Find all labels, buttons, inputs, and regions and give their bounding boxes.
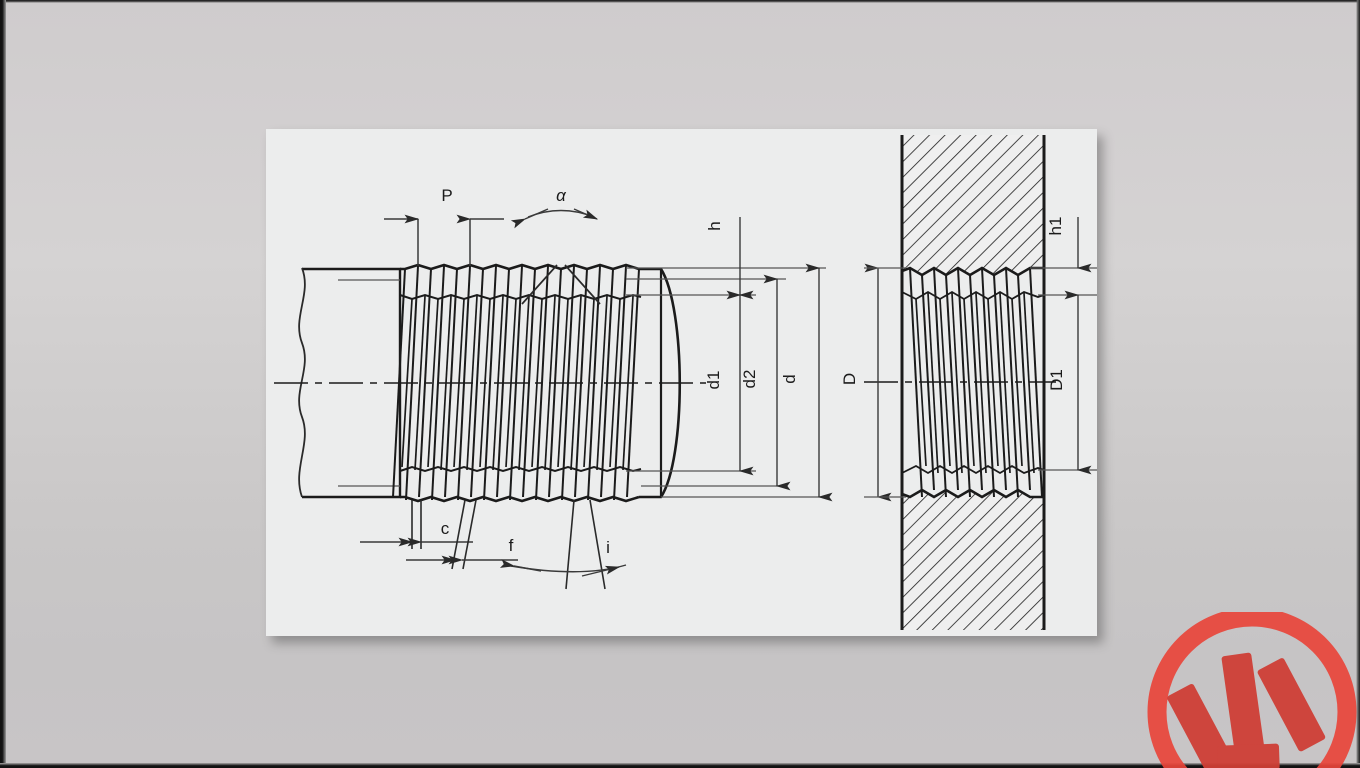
i-extension-line-left [565,499,575,590]
thread-root-helix-lines [401,295,634,471]
i-arrow-left [499,559,542,572]
nut-lower-hatched-material [902,490,1044,630]
lead-angle-dimension: i [499,499,627,590]
thread-crest-bottom [400,495,640,503]
pitch-diameter-bolt-label: d2 [740,370,759,389]
major-diameter-bolt-label: d [780,374,799,383]
minor-diameter-nut-dimension: D1 [1047,290,1092,475]
crest-flat-label: c [441,519,450,538]
nut-thread-root-bottom [901,464,1045,475]
external-thread-view [274,263,706,503]
thread-angle-dimension: α [510,186,601,305]
thread-depth-nut-label: h1 [1046,217,1065,236]
slide-edge-top [0,0,1360,3]
nut-thread-root-top [901,290,1045,301]
i-extension-line-right [589,499,606,590]
break-line [298,267,306,498]
angle-flank-line-left [521,264,558,305]
slide-edge-right [1356,0,1360,768]
lead-angle-label: i [606,538,610,557]
slide-edge-bottom [0,763,1360,768]
minor-diameter-bolt-label: d1 [704,371,723,390]
f-extension-line-right [462,499,477,570]
thread-root-bottom [399,465,642,473]
root-flat-dimension: f [406,499,518,570]
thread-depth-dimension: h [705,217,754,300]
thread-angle-label: α [556,186,567,205]
thread-helix-lines [392,265,640,501]
slide-edge-left [0,0,6,768]
thread-root-top [399,293,642,301]
technical-drawing-panel: P α h d1 [266,129,1097,636]
pitch-label: P [441,186,452,205]
angle-arrow-left [510,208,549,229]
crest-flat-dimension: c [360,500,473,549]
angle-arrow-right [573,208,599,220]
bolt-end-chamfer [639,267,682,499]
nut-upper-hatched-material [902,135,1044,275]
minor-diameter-nut-label: D1 [1047,369,1066,391]
major-diameter-nut-label: D [840,373,859,385]
root-flat-label: f [509,536,514,555]
angle-flank-line-right [564,264,601,305]
major-diameter-nut-dimension: D [840,263,906,502]
thread-depth-label: h [705,221,724,230]
pitch-diameter-bolt-dimension: d2 [740,274,791,491]
thread-crest-top [400,263,640,271]
thread-depth-nut-dimension: h1 [1046,217,1092,273]
thread-diagram-svg: P α h d1 [266,129,1097,636]
major-diameter-bolt-dimension: d [780,263,833,502]
minor-diameter-bolt-dimension: d1 [704,290,754,476]
internal-thread-view [864,135,1056,630]
pitch-dimension: P [384,186,504,266]
i-arrow-right [581,565,621,577]
